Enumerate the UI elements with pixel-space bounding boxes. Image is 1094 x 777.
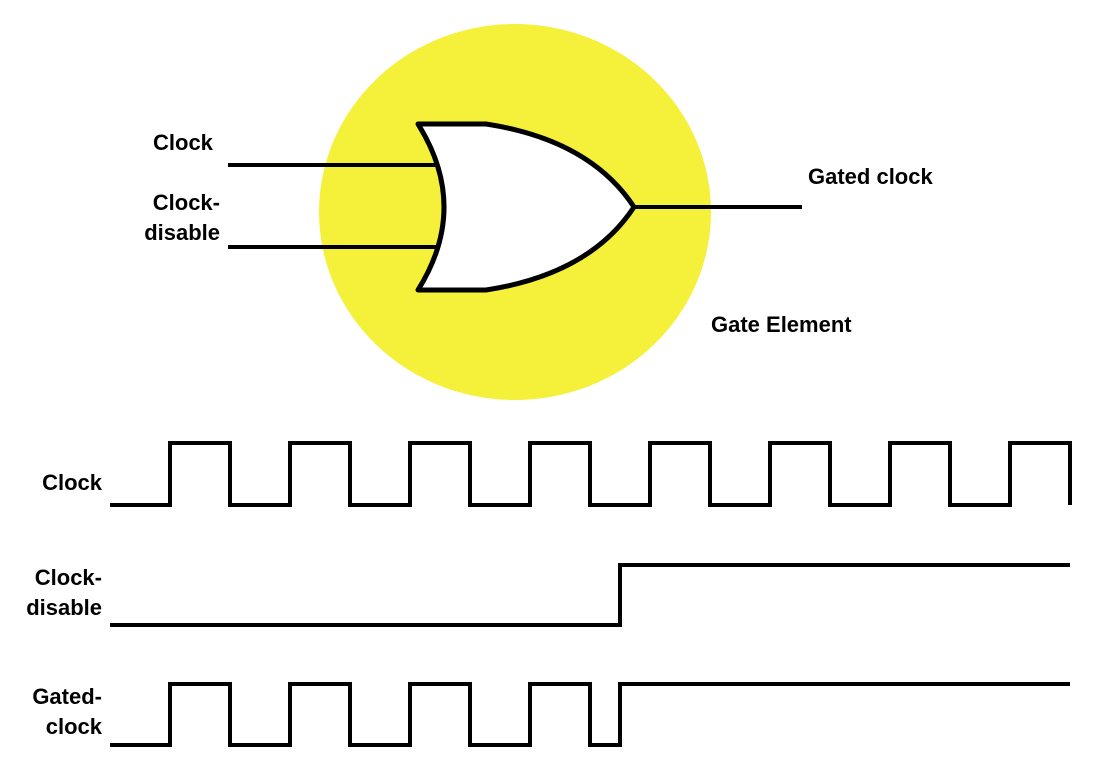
timing-clock-disable-label: Clock- disable xyxy=(10,563,102,623)
gate-element-label: Gate Element xyxy=(711,312,852,337)
clock-disable-waveform xyxy=(110,563,1070,627)
clock-disable-label-line2: disable xyxy=(144,220,220,245)
gated-clock-waveform xyxy=(110,682,1070,747)
or-gate xyxy=(415,121,637,293)
clock-input-label: Clock xyxy=(153,130,213,155)
clock-disable-label-line1: Clock- xyxy=(152,190,220,215)
clock-disable-input-label: Clock- disable xyxy=(130,188,220,248)
timing-gated-clock-label-line1: Gated- xyxy=(32,684,102,709)
timing-clock-disable-label-line2: disable xyxy=(26,595,102,620)
timing-clock-label-line1: Clock xyxy=(42,470,102,495)
timing-gated-clock-label-line2: clock xyxy=(45,714,102,739)
timing-gated-clock-label: Gated- clock xyxy=(10,682,102,742)
timing-clock-disable-label-line1: Clock- xyxy=(34,565,102,590)
clock-waveform xyxy=(110,441,1072,507)
gated-clock-output-label: Gated clock xyxy=(808,164,933,189)
timing-clock-label: Clock xyxy=(10,468,102,498)
